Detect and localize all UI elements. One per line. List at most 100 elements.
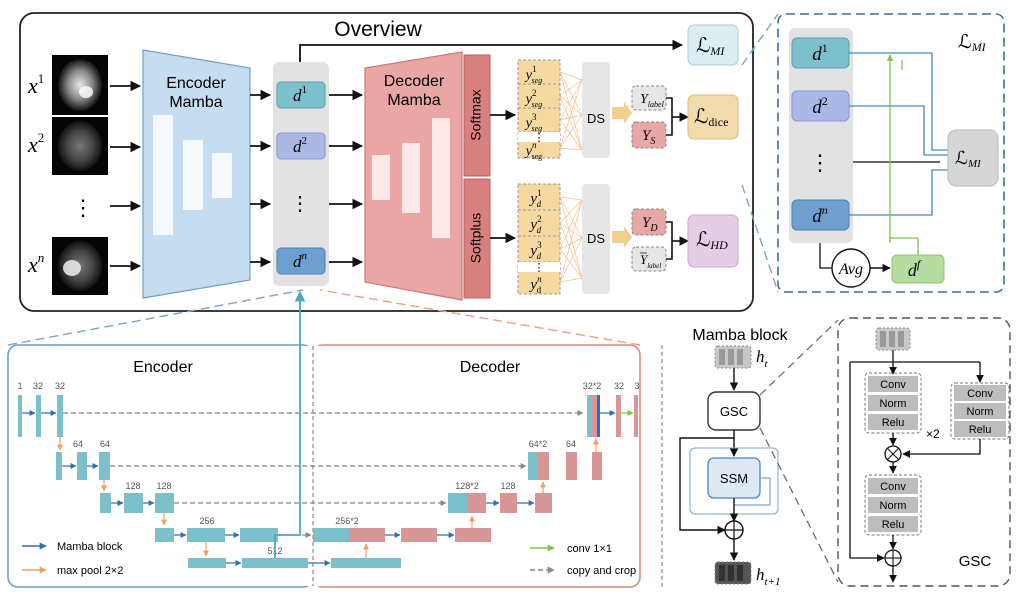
enc-label-1: 1	[17, 381, 22, 391]
dec-label-32x2: 32*2	[583, 381, 602, 391]
unet-decoder-title: Decoder	[460, 359, 521, 376]
loss-hd-box	[687, 214, 739, 268]
h-t: ht	[756, 347, 769, 370]
loss-mi-box	[687, 24, 739, 66]
mi-loss-box: ℒMI	[955, 148, 982, 170]
gsc-bottom-relu: Relu	[882, 519, 905, 531]
ssm-node: SSM	[720, 471, 748, 486]
deep-supervision: DS DS	[582, 62, 632, 294]
mi-panel-title: ℒMI	[958, 32, 987, 54]
feature-dots: ⋮	[290, 193, 310, 215]
df-feature: df	[908, 257, 922, 280]
encoder-mamba-block: Encoder Mamba	[142, 49, 251, 299]
loss-mi: ℒMI	[696, 35, 725, 58]
loss-boxes: ℒMI ℒdice ℒHD	[687, 24, 739, 268]
gsc-bottom-norm: Norm	[880, 500, 907, 512]
feature-d2	[276, 132, 326, 160]
decoder-mamba-block: Decoder Mamba	[364, 51, 463, 301]
dec-label-128x2: 128*2	[455, 481, 479, 491]
dec-label-64x2: 64*2	[529, 439, 548, 449]
encoder-label-2: Mamba	[169, 94, 222, 111]
enc-label-128a: 128	[125, 481, 140, 491]
enc-label-64a: 64	[73, 439, 83, 449]
mamba-input-token	[714, 345, 752, 369]
svg-text:dn: dn	[293, 250, 308, 271]
softmax-label: Softmax	[468, 89, 484, 140]
enc-label-32a: 32	[33, 381, 43, 391]
ds-label-dist: DS	[587, 231, 605, 246]
legend-copy-crop: copy and crop	[567, 565, 636, 577]
y-d: YD	[642, 215, 658, 234]
gsc-bottom-conv: Conv	[880, 481, 906, 493]
feature-column: d1 d2 ⋮ dn	[273, 62, 329, 286]
unet-legend: Mamba block max pool 2×2 conv 1×1 copy a…	[22, 541, 636, 577]
softplus-label: Softplus	[468, 213, 484, 264]
enc-label-64b: 64	[100, 439, 110, 449]
svg-text:⋮: ⋮	[534, 262, 545, 274]
gsc-left-norm: Norm	[880, 398, 907, 410]
legend-conv: conv 1×1	[567, 543, 612, 555]
svg-text:⋮: ⋮	[534, 132, 545, 144]
mi-feature-d1: d1	[812, 41, 828, 65]
overview-panel: Overview x1 x2 ⋮ xn	[19, 12, 754, 312]
overview-title: Overview	[334, 18, 422, 41]
h-t-plus-1: ht+1	[756, 565, 780, 588]
mi-feature-dn: dn	[812, 203, 828, 227]
gsc-right-norm: Norm	[967, 406, 994, 418]
loss-hd: ℒHD	[696, 229, 728, 252]
encoder-label-1: Encoder	[166, 75, 226, 92]
activation-heads: Softmax Softplus	[463, 54, 491, 299]
mamba-block-title: Mamba block	[692, 327, 788, 344]
decoder-label-2: Mamba	[387, 92, 440, 109]
y-s: YS	[642, 128, 655, 147]
feature-d1	[276, 81, 326, 109]
mi-feature-dots: ⋮	[809, 150, 831, 175]
gsc-panel-label: GSC	[959, 553, 992, 570]
input-dots: ⋮	[72, 195, 94, 220]
feature-dn	[276, 247, 326, 275]
gsc-right-relu: Relu	[969, 424, 992, 436]
input-labels: x1 x2 ⋮ xn	[27, 71, 94, 277]
input-arrows	[110, 80, 142, 272]
gsc-right-conv: Conv	[967, 388, 993, 400]
enc-label-128b: 128	[156, 481, 171, 491]
ds-label-seg: DS	[587, 111, 605, 126]
input-x1: x1	[27, 71, 44, 98]
input-x2: x2	[27, 130, 44, 157]
target-boxes: Ylabel YS YD Ylabel	[631, 85, 667, 272]
gsc-input-token	[875, 327, 911, 351]
gsc-detail-panel: Conv Norm Relu Conv Norm Relu ×2 Conv No…	[759, 317, 1011, 587]
brain-images	[52, 55, 108, 295]
loss-dice: ℒdice	[694, 106, 728, 129]
dec-label-32: 32	[614, 381, 624, 391]
dec-label-128: 128	[500, 481, 515, 491]
enc-label-256: 256	[199, 516, 214, 526]
dec-label-3: 3	[634, 381, 639, 391]
svg-text:d1: d1	[293, 84, 307, 105]
mamba-block-panel: Mamba block ht GSC SSM ht+1	[661, 327, 789, 590]
decoder-label-1: Decoder	[384, 73, 445, 90]
times-two-label: ×2	[926, 427, 940, 441]
svg-text:d2: d2	[293, 135, 307, 156]
dec-label-256x2: 256*2	[335, 516, 359, 526]
unet-encoder-title: Encoder	[133, 359, 193, 376]
unet-panel: Encoder Decoder 1 32 32 64 64 128 128	[7, 289, 641, 588]
y-label-bar: Ylabel	[640, 252, 661, 270]
enc-label-32b: 32	[55, 381, 65, 391]
gsc-left-relu: Relu	[882, 417, 905, 429]
gsc-left-conv: Conv	[880, 379, 906, 391]
gsc-node: GSC	[720, 404, 748, 419]
legend-max-pool: max pool 2×2	[57, 565, 123, 577]
mi-feature-d2: d2	[812, 94, 828, 118]
dec-label-64: 64	[566, 439, 576, 449]
